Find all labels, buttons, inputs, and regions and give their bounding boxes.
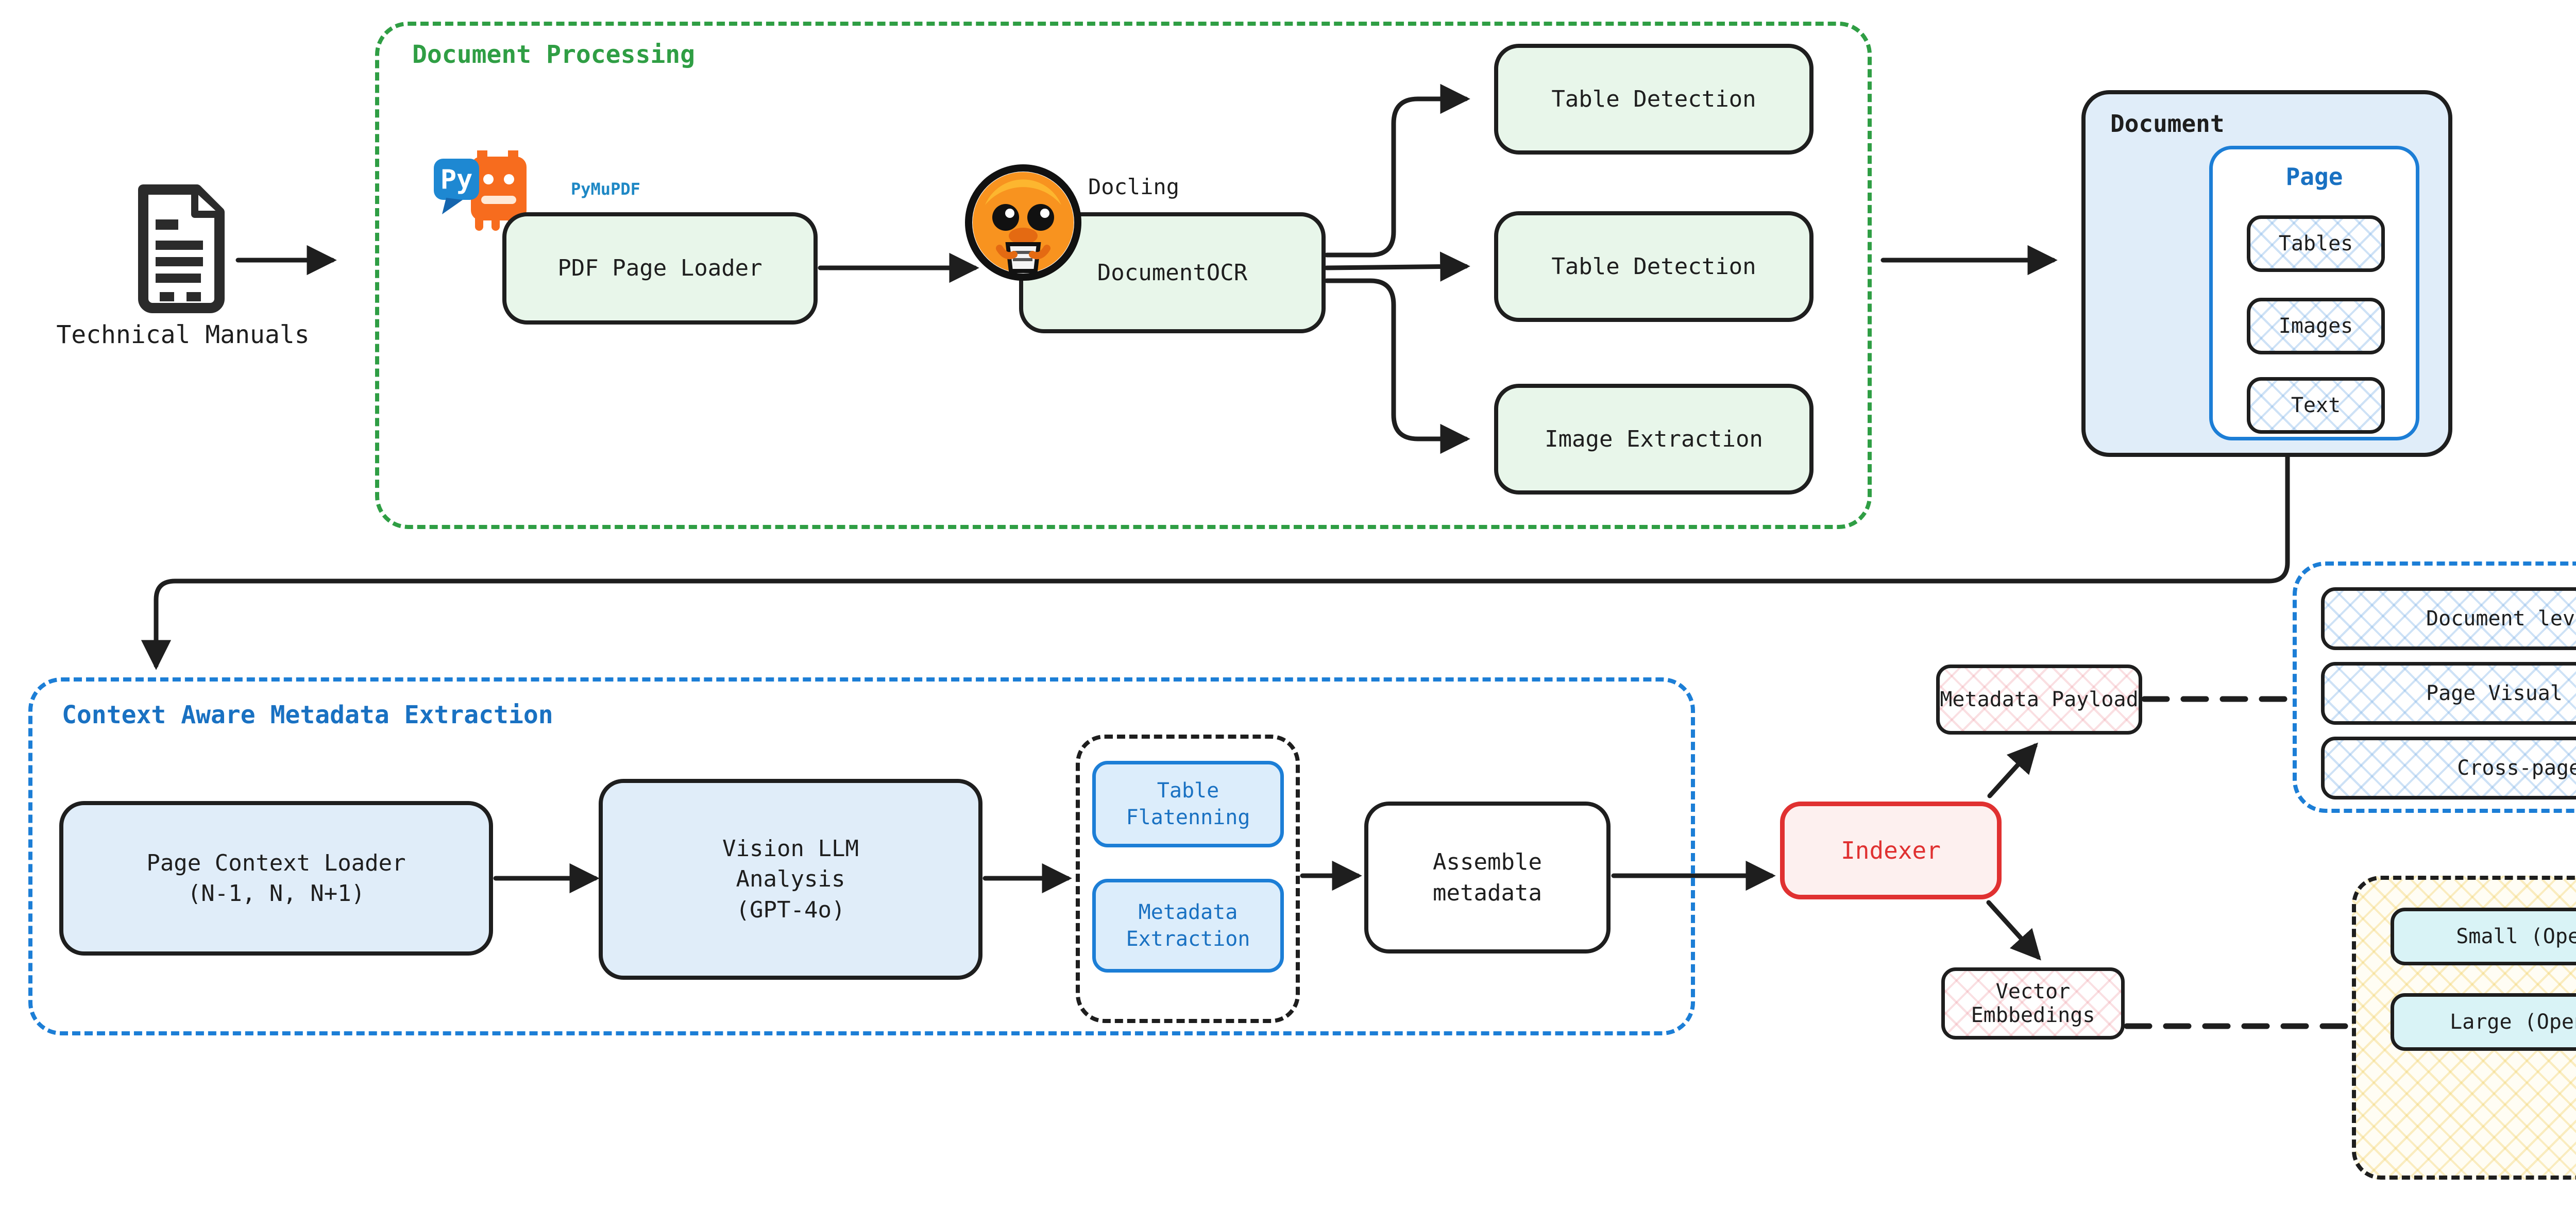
payload-item-crosspage: Cross-page context <box>2321 737 2576 799</box>
pdf-page-loader-box: PDF Page Loader <box>502 212 818 325</box>
page-item-tables-label: Tables <box>2278 232 2353 256</box>
vector-item-small-label: Small (OpenAI 128d) <box>2456 925 2576 948</box>
metadata-extraction-line1: Metadata <box>1138 900 1238 924</box>
page-context-loader-line1: Page Context Loader <box>146 849 406 876</box>
document-processing-container <box>375 22 1872 529</box>
page-item-images-label: Images <box>2278 314 2353 338</box>
docling-icon <box>964 164 1083 282</box>
metadata-extraction-chip: Metadata Extraction <box>1092 879 1284 973</box>
vision-llm-line2: Analysis <box>736 866 845 893</box>
payload-item-visual-desc: Page Visual Description <box>2321 662 2576 725</box>
document-ocr-label: DocumentOCR <box>1097 259 1248 286</box>
payload-item-doc-metadata: Document level metadata <box>2321 587 2576 650</box>
table-detection-2-label: Table Detection <box>1551 253 1756 280</box>
vision-llm-line3: (GPT-4o) <box>736 896 845 923</box>
indexer-box: Indexer <box>1780 802 2002 899</box>
assemble-metadata-line2: metadata <box>1433 879 1542 906</box>
arrow-ocr-to-image <box>1324 278 1470 454</box>
payload-item-crosspage-label: Cross-page context <box>2457 756 2576 780</box>
source-label: Technical Manuals <box>56 320 310 349</box>
vector-embeddings-label: Vector Embbedings <box>1971 980 2095 1027</box>
context-extraction-title: Context Aware Metadata Extraction <box>62 701 553 729</box>
arrow-indexer-to-vectors <box>1986 900 2041 961</box>
metadata-payload-label: Metadata Payload <box>1940 688 2139 711</box>
page-item-tables: Tables <box>2247 215 2385 272</box>
document-processing-title: Document Processing <box>412 40 696 69</box>
table-detection-box-2: Table Detection <box>1494 211 1814 322</box>
metadata-payload-box: Metadata Payload <box>1936 665 2142 735</box>
arrow-ocr-to-table1 <box>1324 83 1470 258</box>
pdf-page-loader-label: PDF Page Loader <box>557 255 762 282</box>
payload-item-visual-desc-label: Page Visual Description <box>2426 682 2576 705</box>
page-context-loader-line2: (N-1, N, N+1) <box>187 880 365 907</box>
vision-llm-box: Vision LLM Analysis (GPT-4o) <box>599 779 982 980</box>
technical-manuals-icon <box>125 181 236 313</box>
page-box-label: Page <box>2285 163 2343 191</box>
arrow-indexer-to-payload <box>1987 742 2038 798</box>
metadata-extraction-line2: Extraction <box>1126 927 1250 951</box>
svg-text:Py: Py <box>440 164 473 195</box>
document-box-label: Document <box>2110 110 2225 138</box>
table-detection-box-1: Table Detection <box>1494 44 1814 155</box>
table-detection-1-label: Table Detection <box>1551 86 1756 112</box>
page-context-loader-box: Page Context Loader (N-1, N, N+1) <box>59 801 493 956</box>
image-extraction-label: Image Extraction <box>1545 425 1763 452</box>
flattening-extraction-group <box>1076 735 1300 1023</box>
page-item-images: Images <box>2247 298 2385 354</box>
vision-llm-line1: Vision LLM <box>722 835 859 862</box>
vector-item-large: Large (OpenAI 1024d) <box>2391 993 2576 1051</box>
document-box: Document Page Tables Images Text <box>2081 90 2452 457</box>
vector-item-large-label: Large (OpenAI 1024d) <box>2450 1010 2576 1034</box>
indexer-label: Indexer <box>1841 837 1941 864</box>
payload-item-doc-metadata-label: Document level metadata <box>2426 607 2576 631</box>
pymupdf-icon: Py <box>432 150 566 243</box>
line-document-to-context <box>141 443 2290 670</box>
metadata-payload-container <box>2293 561 2576 813</box>
page-box: Page Tables Images Text <box>2209 146 2419 440</box>
table-flattening-chip: Table Flatenning <box>1092 761 1284 847</box>
vector-embeddings-box: Vector Embbedings <box>1941 967 2125 1040</box>
vector-item-small: Small (OpenAI 128d) <box>2391 908 2576 965</box>
assemble-metadata-line1: Assemble <box>1433 849 1542 876</box>
docling-label: Docling <box>1088 174 1180 199</box>
image-extraction-box: Image Extraction <box>1494 384 1814 495</box>
page-item-text-label: Text <box>2291 394 2341 417</box>
arrow-ocr-to-table2 <box>1324 251 1470 282</box>
page-item-text: Text <box>2247 377 2385 434</box>
pymupdf-label: PyMuPDF <box>571 179 640 199</box>
table-flattening-label: Table Flatenning <box>1126 779 1250 829</box>
assemble-metadata-box: Assemble metadata <box>1364 802 1611 953</box>
context-extraction-container <box>28 677 1695 1035</box>
